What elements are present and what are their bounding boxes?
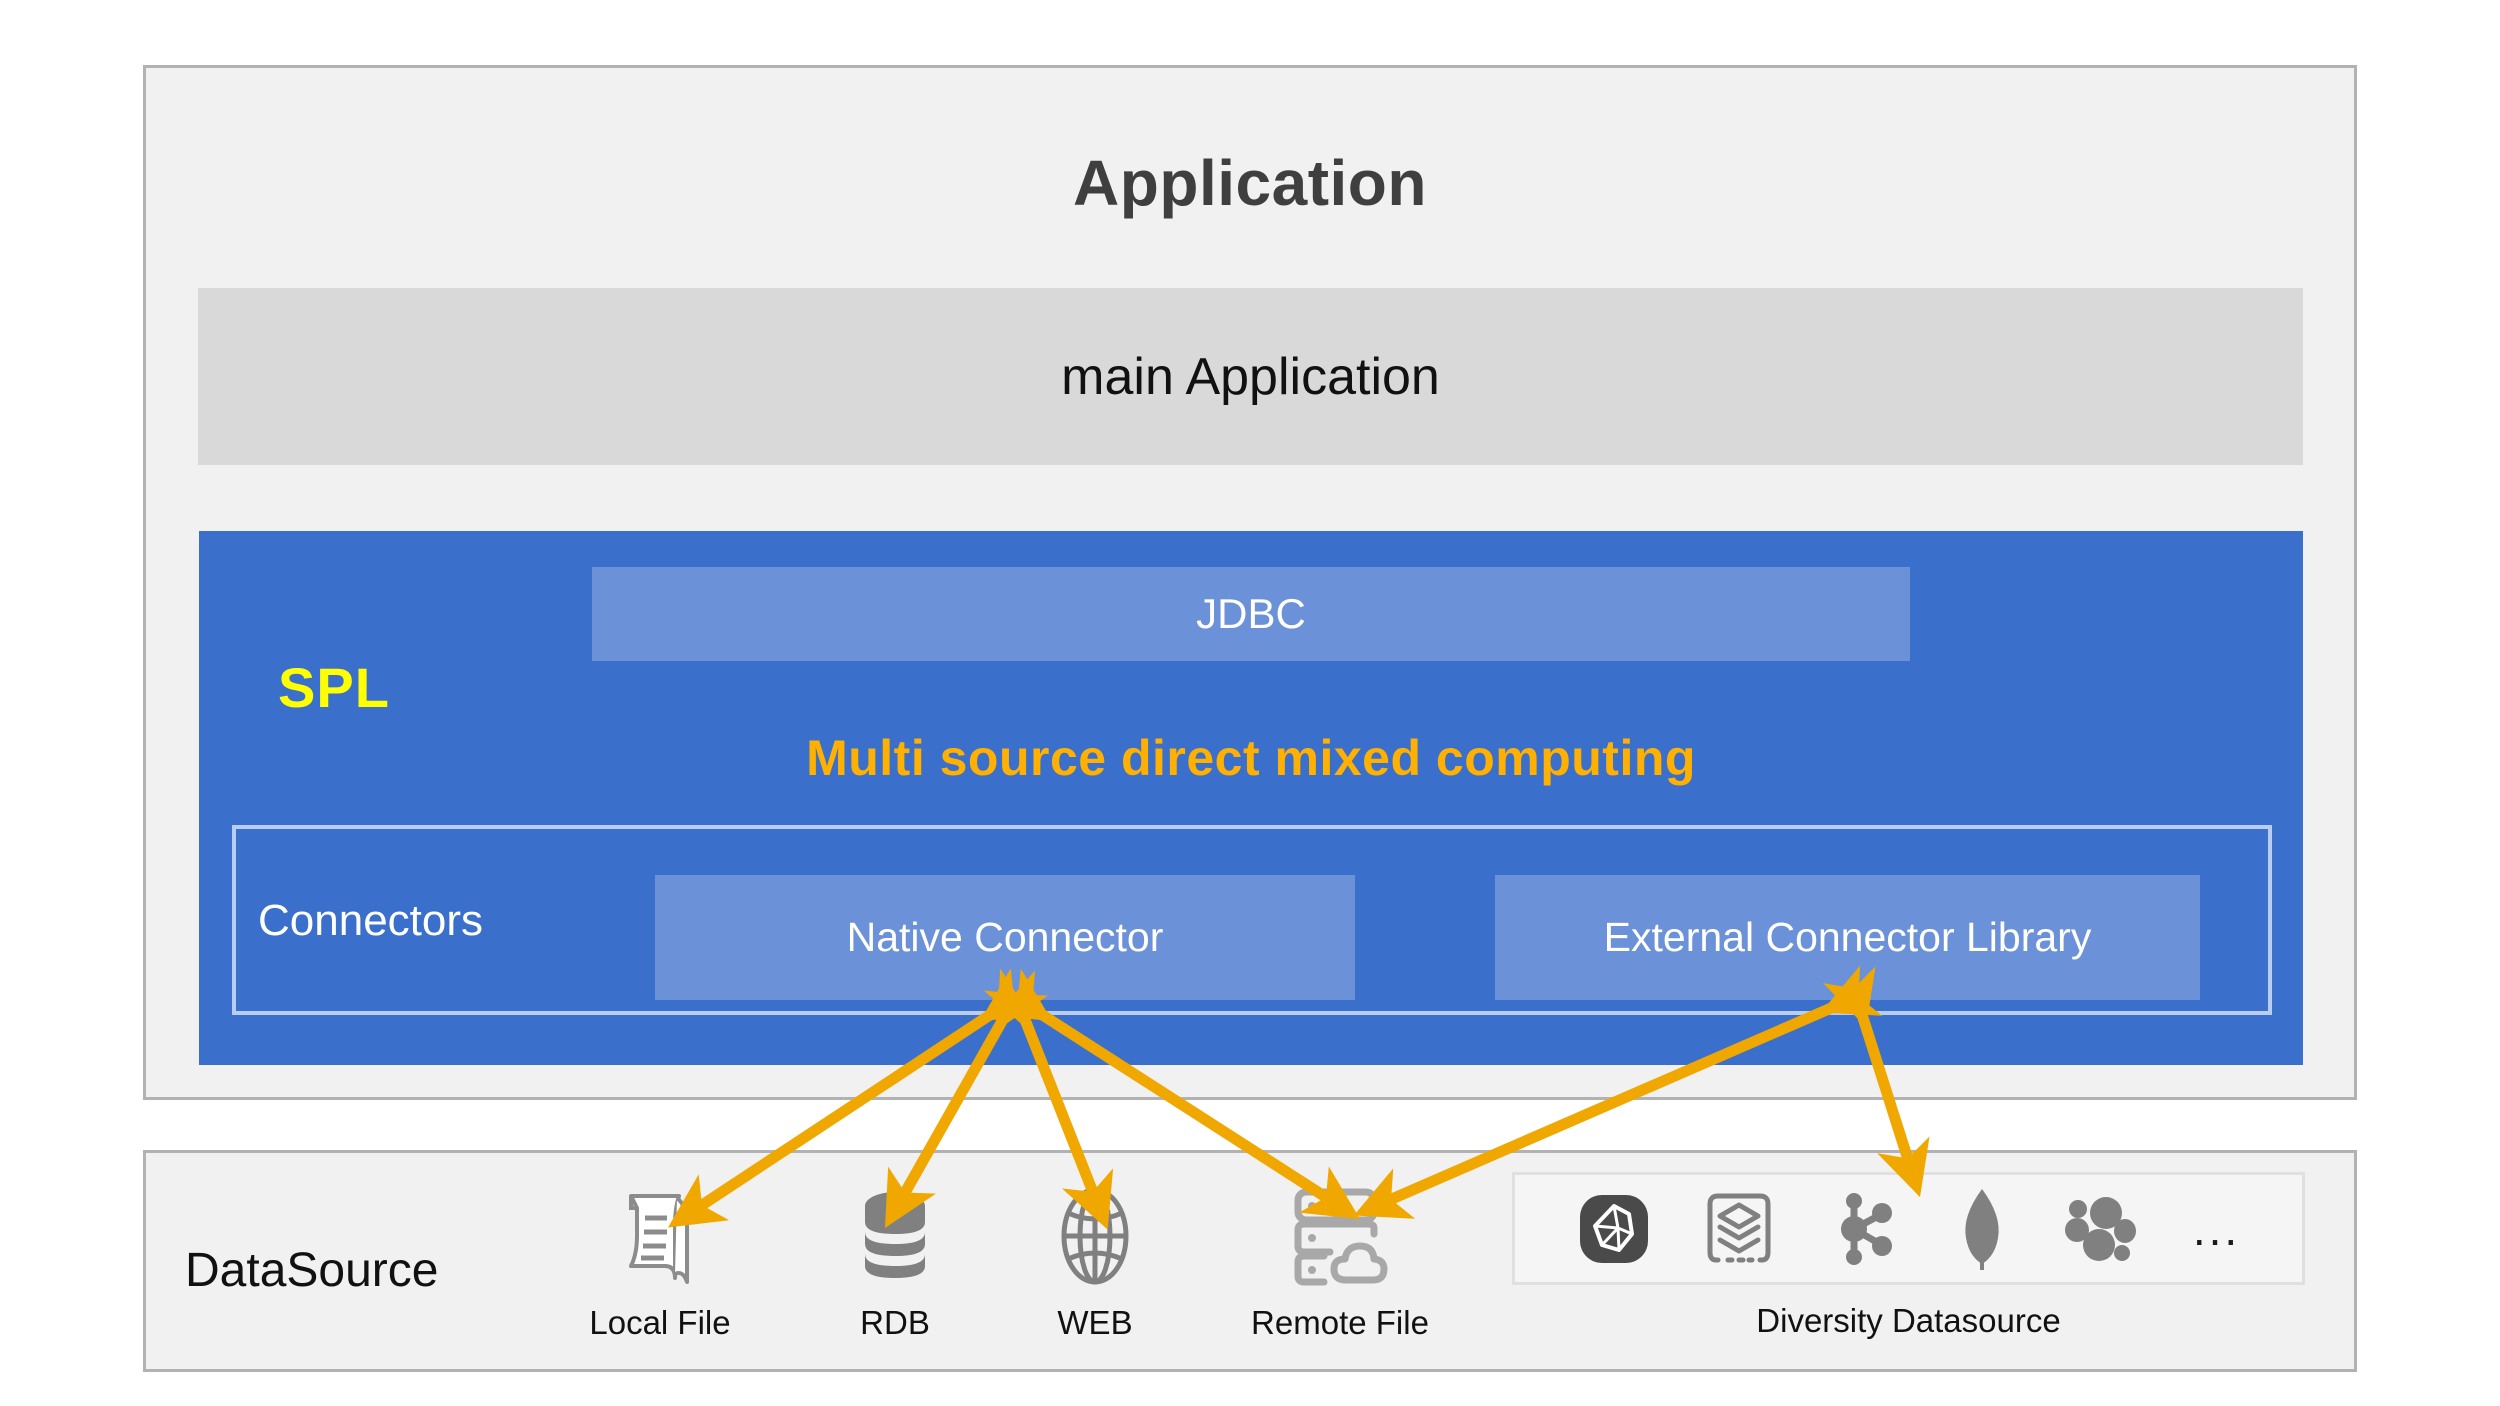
spl-tagline: Multi source direct mixed computing bbox=[806, 730, 1696, 786]
datasource-item-label: RDB bbox=[860, 1304, 930, 1341]
polyhedron-badge-icon bbox=[1577, 1192, 1651, 1266]
globe-icon bbox=[1053, 1180, 1137, 1290]
main-application-label: main Application bbox=[1061, 347, 1440, 406]
jdbc-box: JDBC bbox=[592, 567, 1910, 661]
external-connector-box: External Connector Library bbox=[1495, 875, 2200, 1000]
jdbc-label: JDBC bbox=[1196, 590, 1306, 637]
datasource-label: DataSource bbox=[185, 1243, 439, 1297]
page-title: Application bbox=[1073, 147, 1427, 219]
spl-label: SPL bbox=[278, 655, 390, 719]
leaf-icon bbox=[1958, 1186, 2006, 1272]
datasource-item-label: WEB bbox=[1057, 1304, 1133, 1341]
native-connector-box: Native Connector bbox=[655, 875, 1355, 1000]
database-cylinder-icon bbox=[853, 1180, 937, 1290]
node-graph-icon bbox=[1828, 1190, 1902, 1268]
stacked-layers-icon bbox=[1706, 1190, 1772, 1268]
ellipsis-icon: ... bbox=[2192, 1202, 2241, 1255]
external-connector-label: External Connector Library bbox=[1603, 914, 2092, 960]
server-cloud-icon bbox=[1290, 1180, 1390, 1290]
native-connector-label: Native Connector bbox=[846, 914, 1164, 960]
datasource-item-label: Remote File bbox=[1251, 1304, 1429, 1341]
datasource-item-label: Local File bbox=[589, 1304, 731, 1341]
connectors-label: Connectors bbox=[258, 896, 484, 945]
cluster-blobs-icon bbox=[2061, 1191, 2137, 1267]
datasource-item-rdb: RDB bbox=[790, 1180, 1000, 1360]
datasource-item-remote-file: Remote File bbox=[1235, 1180, 1445, 1360]
scroll-document-icon bbox=[617, 1180, 703, 1290]
main-application-box: main Application bbox=[198, 288, 2303, 465]
diversity-datasource-caption: Diversity Datasource bbox=[1756, 1302, 2061, 1339]
diversity-datasource-box: ... bbox=[1512, 1172, 2305, 1285]
datasource-item-web: WEB bbox=[990, 1180, 1200, 1360]
datasource-item-local-file: Local File bbox=[555, 1180, 765, 1360]
